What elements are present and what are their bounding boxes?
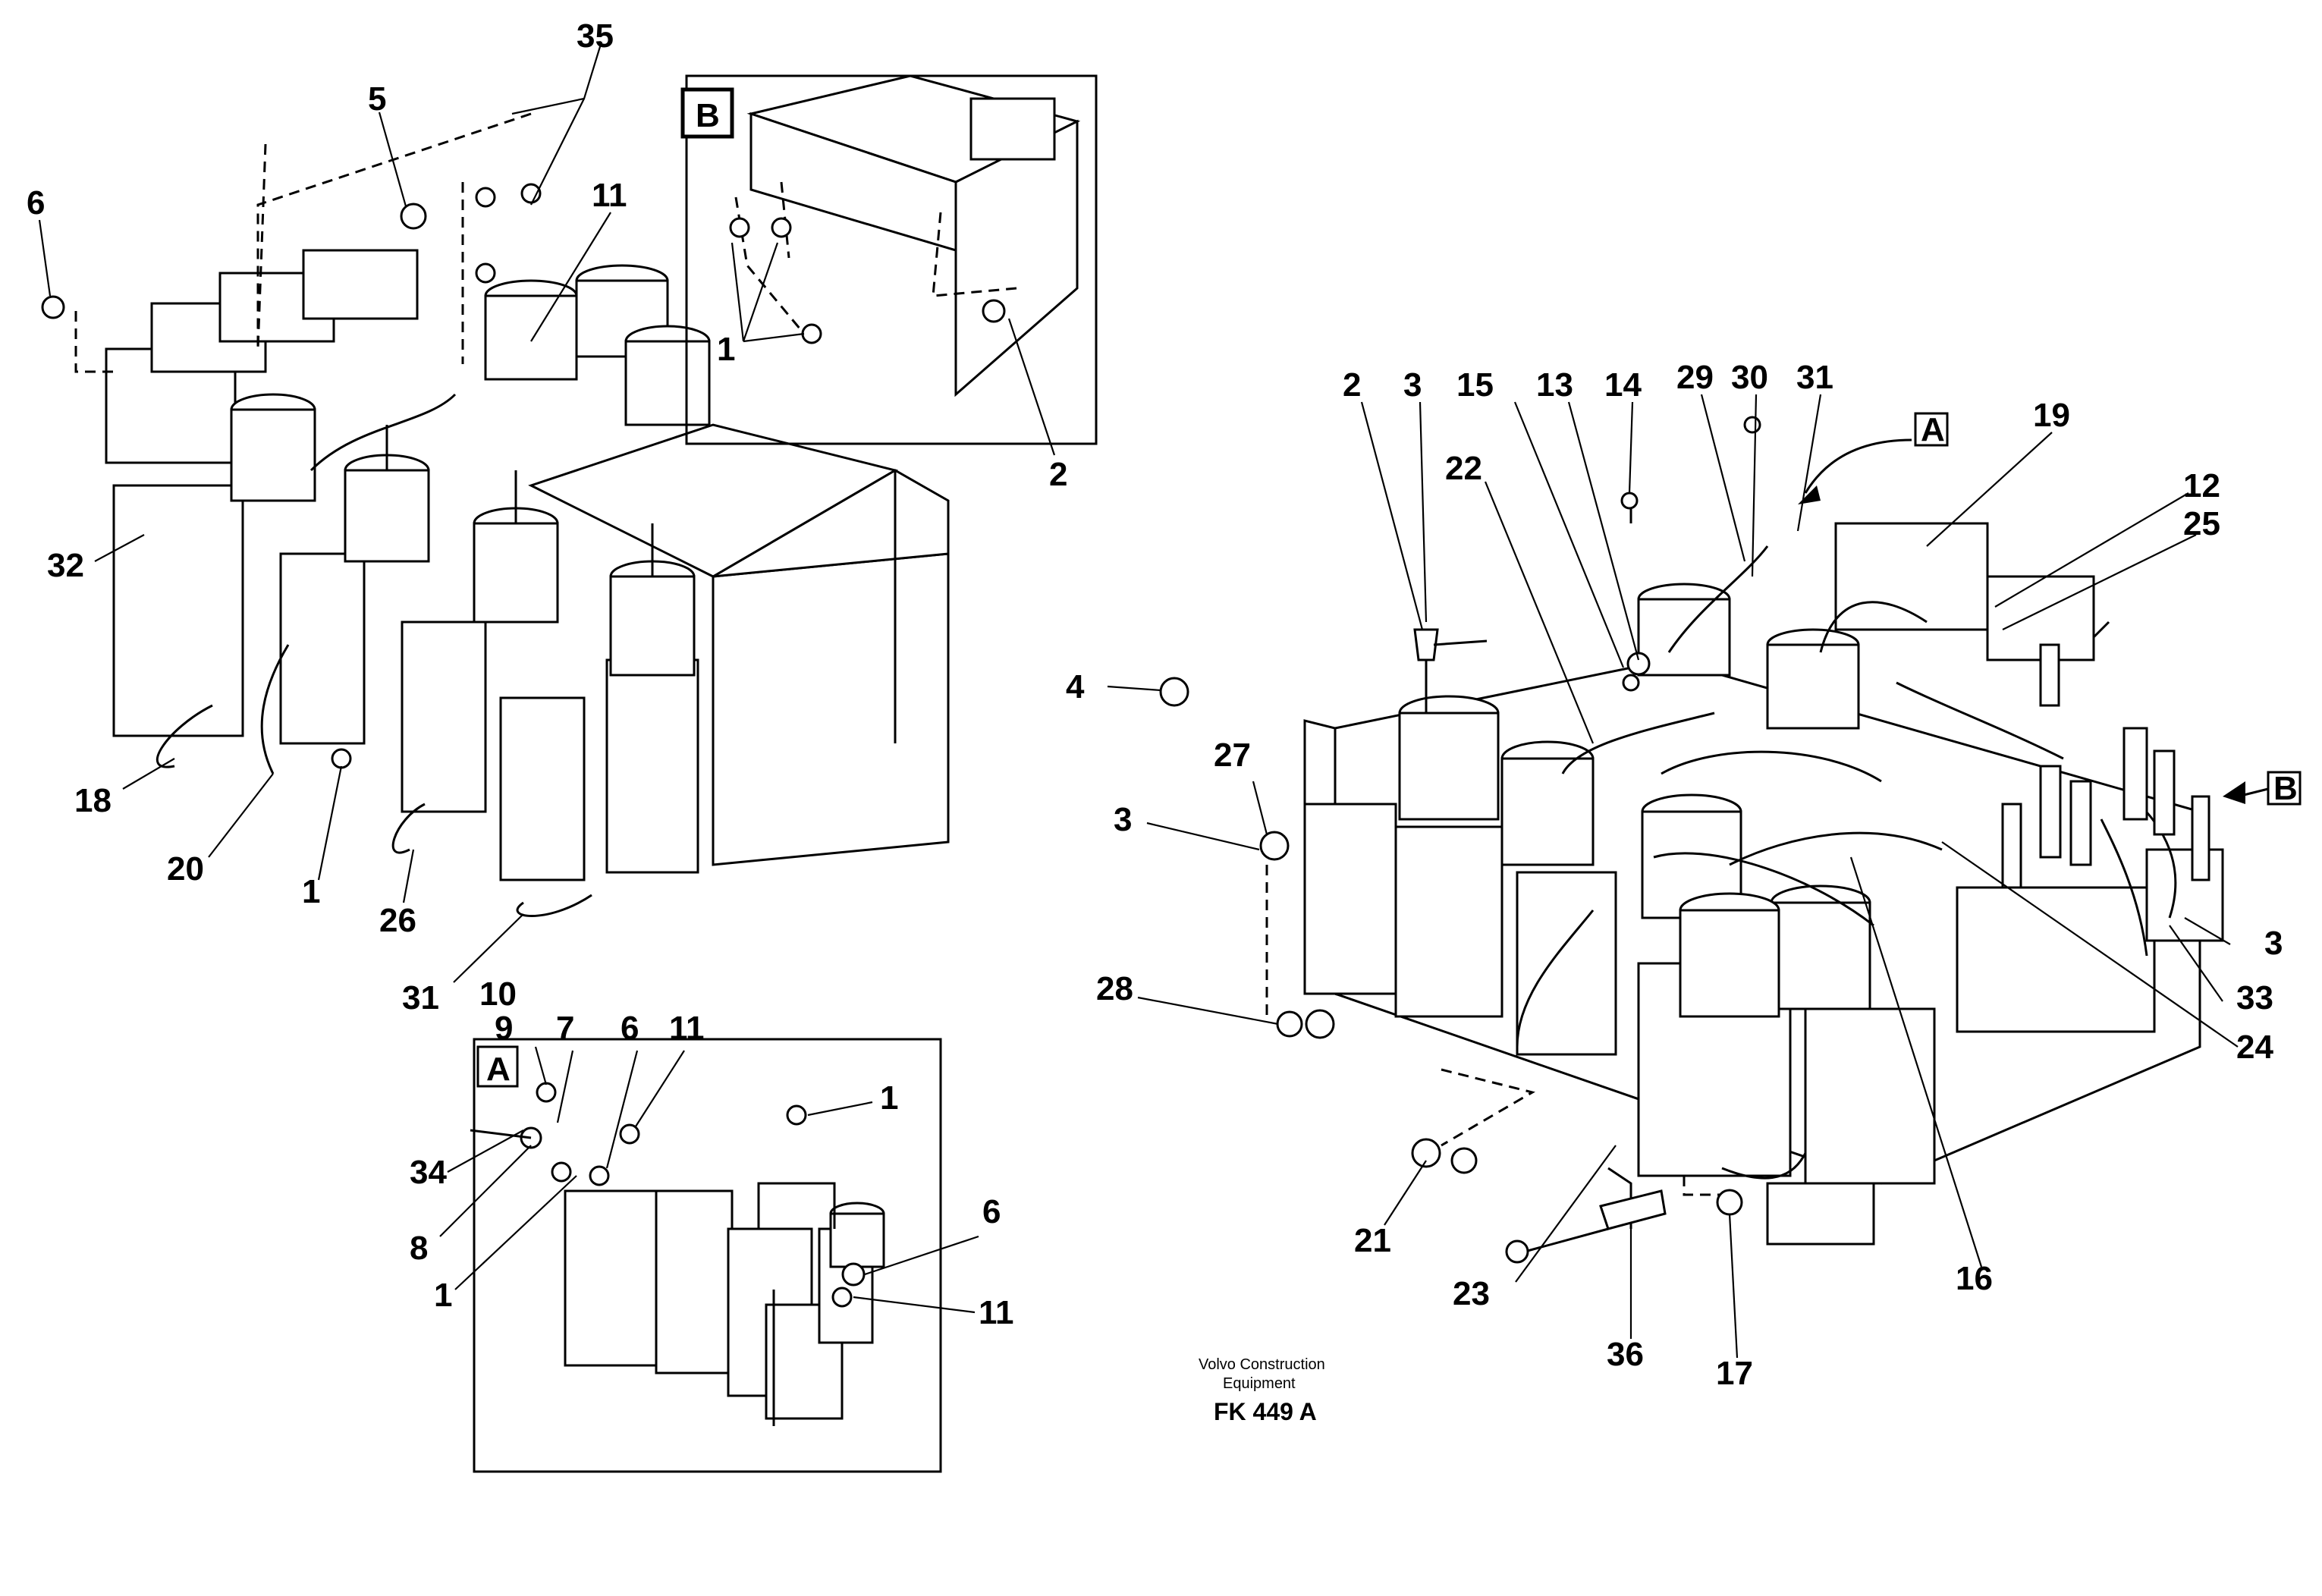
callout-24: 24 [2236,1029,2273,1066]
callout-1-inset-b: 1 [717,331,735,368]
callout-5: 5 [368,80,386,118]
inset-b-frame [680,74,1098,445]
caption-figure-code: FK 449 A [1214,1398,1317,1425]
caption-company-line1: Volvo Construction [1199,1356,1325,1373]
callout-labels: 35 5 6 11 32 18 20 1 26 31 B 1 2 A 10 9 … [27,17,2283,1392]
caption-company-line2: Equipment [1223,1375,1296,1392]
callout-11-inset-a-right: 11 [979,1294,1014,1331]
callout-22: 22 [1445,450,1482,487]
callout-18: 18 [74,782,112,819]
callout-16: 16 [1956,1260,1993,1297]
view-markers: A B [1914,411,2302,807]
callout-33: 33 [2236,979,2273,1016]
callout-29: 29 [1676,359,1714,396]
callout-20: 20 [167,850,204,888]
callout-15: 15 [1456,366,1494,404]
callout-32: 32 [47,547,84,584]
callout-6-inset-a: 6 [621,1010,639,1047]
left-valve-assembly [41,112,950,917]
callout-7: 7 [556,1010,574,1047]
callout-11: 11 [592,177,627,214]
callout-21: 21 [1354,1222,1391,1259]
inset-b-tag: B [696,97,720,134]
callout-1-inset-a-top: 1 [880,1079,898,1117]
callout-3-top: 3 [1403,366,1422,404]
callout-30: 30 [1731,359,1768,396]
callout-6-inset-a-right: 6 [982,1193,1001,1230]
callout-12: 12 [2183,467,2220,504]
callout-9: 9 [495,1010,513,1047]
callout-34: 34 [410,1154,447,1191]
callout-1-inset-a-bottom: 1 [434,1277,452,1314]
view-marker-b: B [2273,770,2298,807]
callout-6: 6 [27,184,45,221]
callout-23: 23 [1453,1275,1490,1312]
callout-31: 31 [402,979,439,1016]
callout-25: 25 [2183,505,2220,542]
callout-31-right: 31 [1796,359,1833,396]
callout-3-right: 3 [2264,925,2283,962]
inset-a-frame [470,1038,942,1473]
callout-27: 27 [1214,737,1251,774]
inset-a-tag: A [486,1051,511,1088]
view-marker-a: A [1921,411,1945,448]
callout-11-inset-a: 11 [669,1010,705,1047]
callout-3-left: 3 [1114,801,1132,838]
callout-35: 35 [577,17,614,55]
callout-28: 28 [1096,970,1133,1007]
callout-14: 14 [1604,366,1642,404]
callout-2-inset-b: 2 [1049,456,1067,493]
callout-2: 2 [1343,366,1361,404]
callout-26: 26 [379,902,416,939]
callout-19: 19 [2033,397,2070,434]
drawing-caption: Volvo Construction Equipment FK 449 A [1199,1356,1325,1425]
callout-17: 17 [1716,1355,1753,1392]
callout-13: 13 [1536,366,1573,404]
callout-8: 8 [410,1230,428,1267]
callout-10: 10 [479,976,517,1013]
callout-1: 1 [302,873,320,910]
leader-lines [38,41,2239,1359]
callout-4: 4 [1066,668,1085,705]
callout-36: 36 [1607,1336,1644,1373]
